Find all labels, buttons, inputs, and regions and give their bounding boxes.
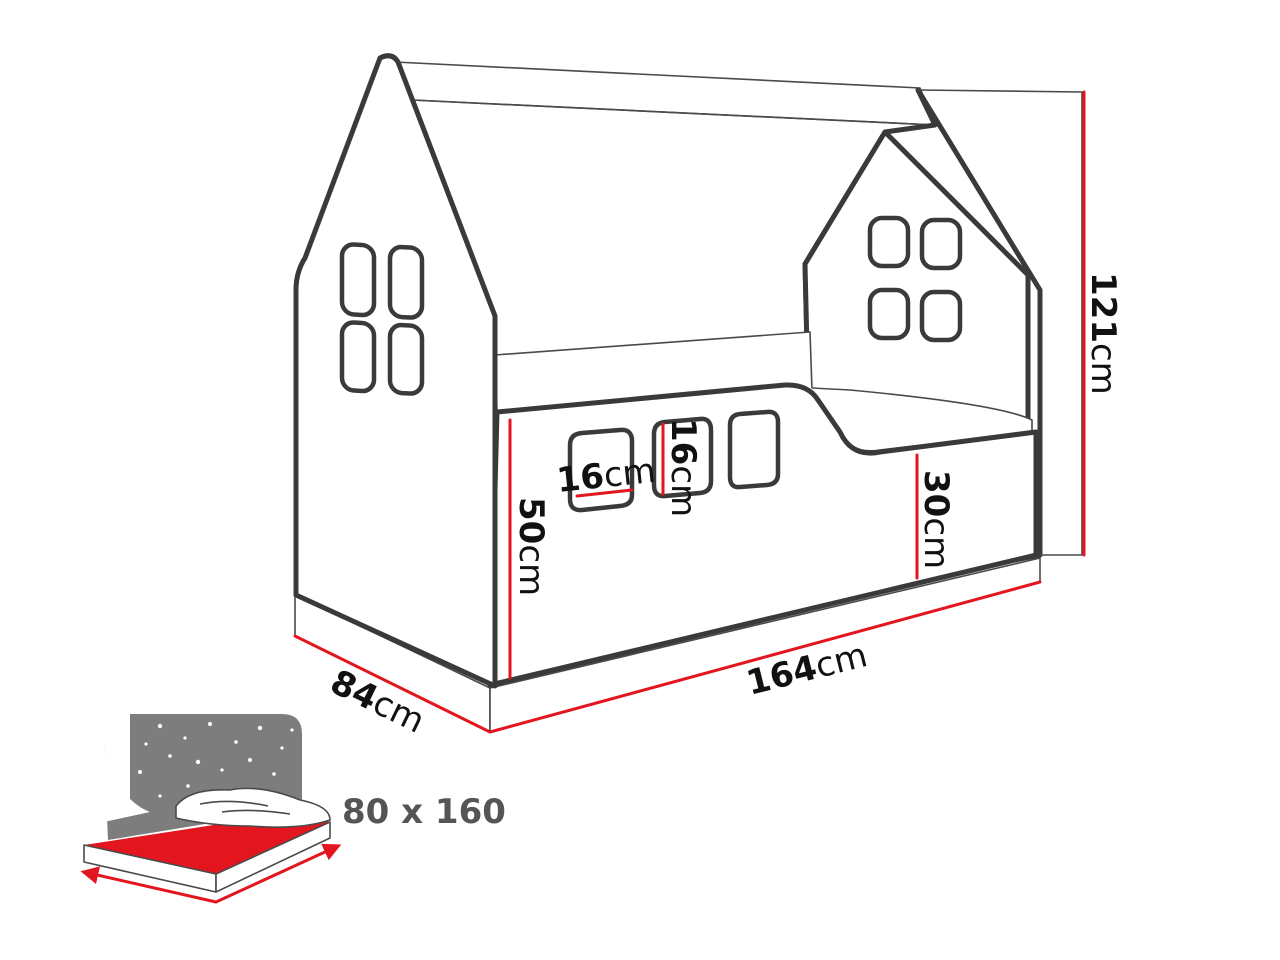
head-gable-windows <box>339 242 425 396</box>
window <box>387 244 425 320</box>
foot-gable-windows <box>867 215 963 343</box>
window <box>727 409 781 490</box>
mattress-size-label: 80 x 160 <box>342 792 506 832</box>
window <box>919 289 963 343</box>
window <box>387 322 425 396</box>
mattress-inset: 80 x 160 <box>80 714 506 904</box>
window <box>651 416 714 499</box>
roof-ridge-beam <box>394 61 936 126</box>
window-height-label: 16cm <box>663 418 703 517</box>
pillow <box>175 787 331 828</box>
mattress-width-arrow <box>80 866 218 904</box>
side-panel-windows <box>567 409 781 513</box>
window <box>867 287 911 341</box>
bed-base <box>294 557 1041 733</box>
window <box>919 217 963 271</box>
stars <box>138 722 294 798</box>
window-width-dimension-line <box>575 488 634 498</box>
window <box>867 215 911 269</box>
side-height-label: 50cm <box>511 497 551 596</box>
length-dimension-line <box>488 580 1042 734</box>
rail-height-label: 30cm <box>916 470 956 569</box>
depth-dimension-line <box>293 634 492 734</box>
window-width-label: 16cm <box>555 451 658 501</box>
height-label: 121cm <box>1083 272 1123 395</box>
window <box>339 242 377 318</box>
mattress-length-arrow <box>214 843 342 904</box>
window <box>339 320 377 394</box>
dimension-lines <box>293 90 1086 734</box>
window <box>567 427 635 513</box>
